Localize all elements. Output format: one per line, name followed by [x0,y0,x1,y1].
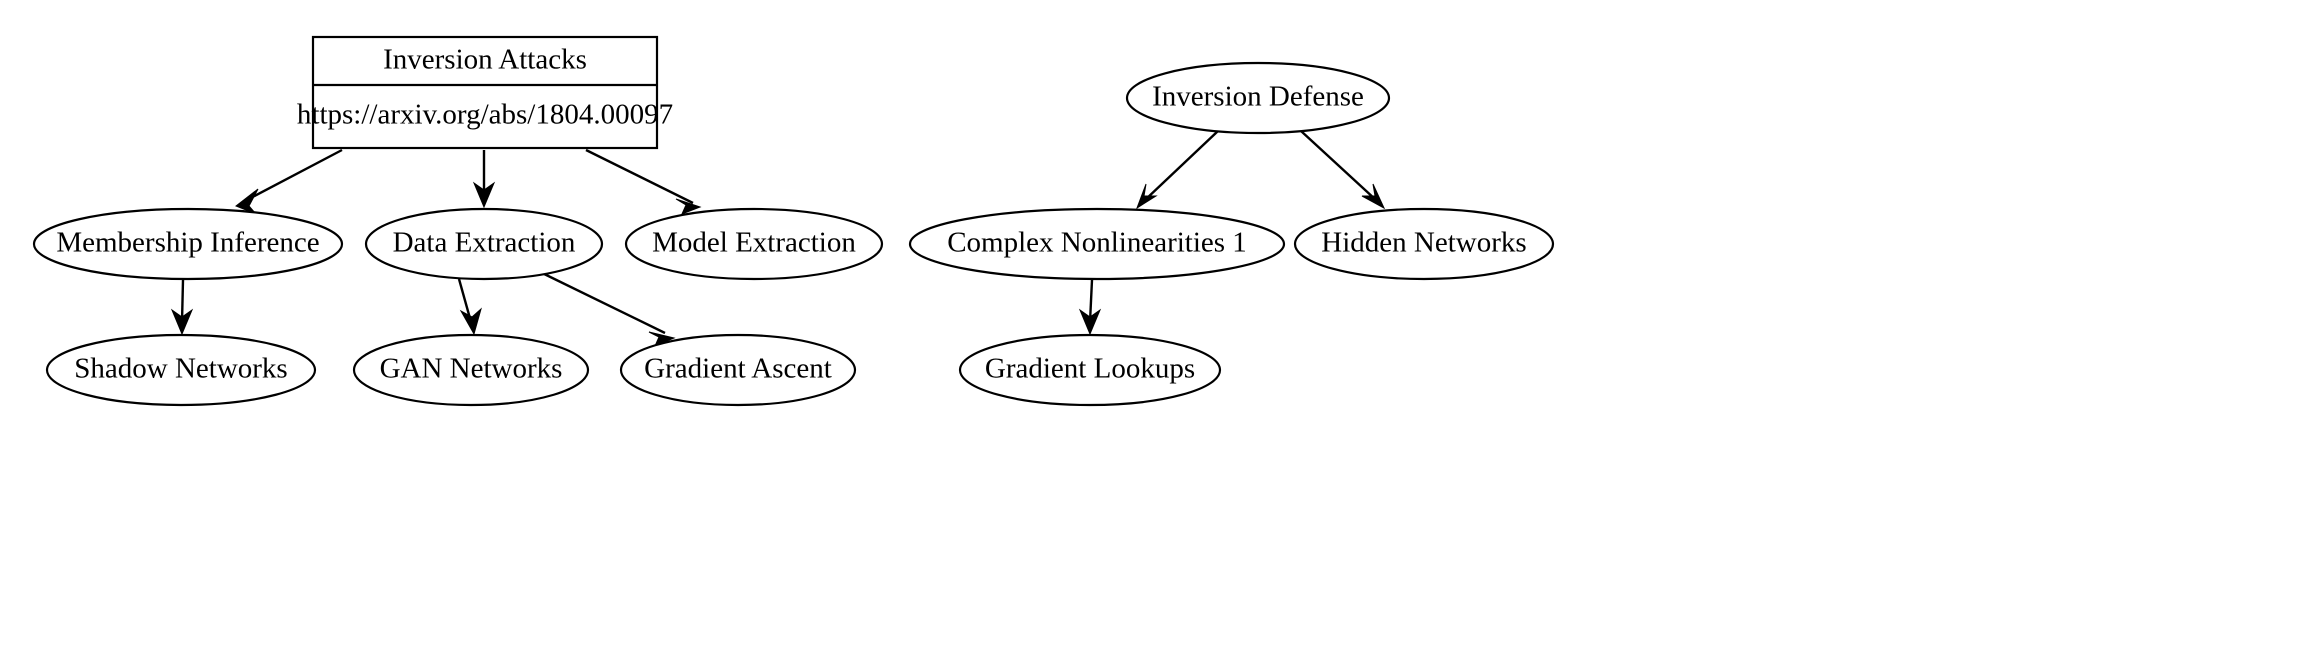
node-inversion-attacks[interactable]: Inversion Attacks https://arxiv.org/abs/… [297,35,673,150]
edge-line [1300,130,1377,201]
node-gradient-ascent[interactable]: Gradient Ascent [619,333,857,407]
edge-data-extraction-to-gradient-ascent [535,268,676,347]
node-membership-inference[interactable]: Membership Inference [32,207,344,281]
node-label-gradient-ascent: Gradient Ascent [644,353,832,385]
edge-membership-inference-to-shadow-networks [170,279,194,336]
edge-line [180,279,185,323]
edge-line [535,268,666,335]
node-ellipse[interactable] [32,207,344,281]
node-label-hidden-networks: Hidden Networks [1321,227,1526,259]
node-ellipse[interactable] [352,333,590,407]
arrowhead-icon [472,181,496,209]
node-label-membership-inference: Membership Inference [56,227,319,259]
node-model-extraction[interactable]: Model Extraction [624,207,884,281]
node-label-gan-networks: GAN Networks [380,353,563,385]
node-ellipse[interactable] [908,207,1286,281]
node-layer: Inversion Attacks https://arxiv.org/abs/… [32,35,1555,407]
node-label-shadow-networks: Shadow Networks [74,353,287,385]
node-ellipse[interactable] [1293,207,1555,281]
edge-line [242,148,343,204]
node-ellipse[interactable] [624,207,884,281]
node-ellipse[interactable] [364,207,604,281]
node-box[interactable] [311,35,659,150]
node-hidden-networks[interactable]: Hidden Networks [1293,207,1555,281]
node-title-inversion-attacks: Inversion Attacks [383,44,587,76]
edge-inversion-attacks-to-model-extraction [585,148,702,215]
edge-complex-nonlinearities-to-gradient-lookups [1078,279,1102,336]
node-label-complex-nonlinearities-1: Complex Nonlinearities 1 [947,227,1247,259]
edge-inversion-attacks-to-membership-inference [235,148,343,215]
edge-inversion-defense-to-complex-nonlinearities [1136,130,1219,210]
edge-inversion-defense-to-hidden-networks [1300,130,1386,210]
node-complex-nonlinearities-1[interactable]: Complex Nonlinearities 1 [908,207,1286,281]
node-label-data-extraction: Data Extraction [393,227,576,259]
arrowhead-icon [1361,183,1386,210]
node-label-inversion-defense: Inversion Defense [1152,81,1364,113]
node-gan-networks[interactable]: GAN Networks [352,333,590,407]
edge-layer [170,130,1386,347]
arrowhead-icon [1078,308,1102,336]
node-inversion-defense[interactable]: Inversion Defense [1125,61,1391,135]
node-ellipse[interactable] [958,333,1222,407]
node-label-gradient-lookups: Gradient Lookups [985,353,1195,385]
arrowhead-icon [1136,183,1158,210]
node-ellipse[interactable] [45,333,317,407]
node-gradient-lookups[interactable]: Gradient Lookups [958,333,1222,407]
arrowhead-icon [170,308,194,336]
node-url-inversion-attacks[interactable]: https://arxiv.org/abs/1804.00097 [297,99,673,131]
arrowhead-icon [459,307,482,336]
node-ellipse[interactable] [619,333,857,407]
node-shadow-networks[interactable]: Shadow Networks [45,333,317,407]
edge-line [585,148,694,205]
arrowhead-icon [675,198,702,215]
node-ellipse[interactable] [1125,61,1391,135]
edge-line [1088,279,1094,323]
edge-data-extraction-to-gan-networks [457,278,482,336]
node-data-extraction[interactable]: Data Extraction [364,207,604,281]
node-label-model-extraction: Model Extraction [652,227,856,259]
edge-line [1144,130,1219,201]
edge-inversion-attacks-to-data-extraction [472,150,496,209]
